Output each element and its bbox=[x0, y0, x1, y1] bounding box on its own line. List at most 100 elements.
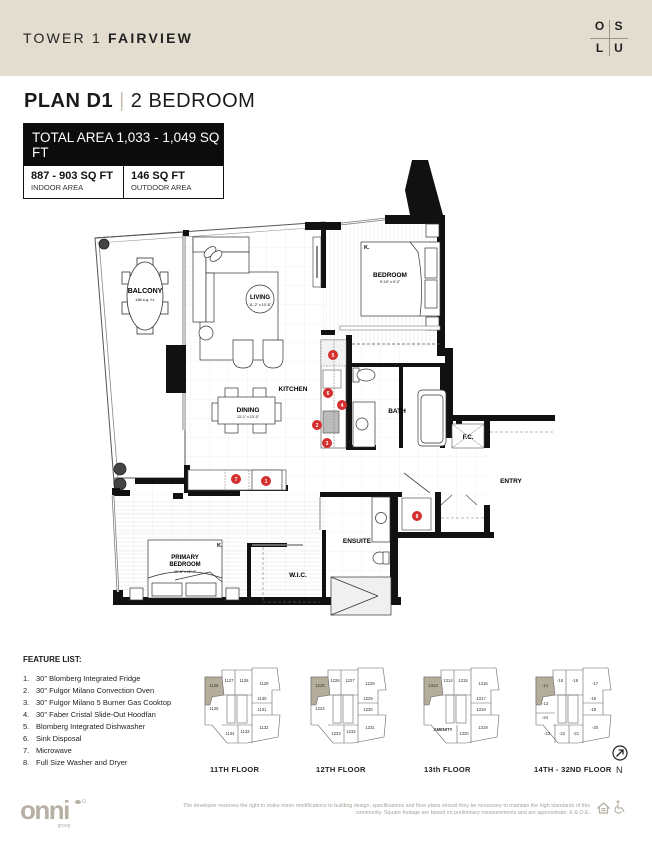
svg-text:-14: -14 bbox=[542, 683, 549, 688]
svg-text:-24: -24 bbox=[542, 715, 549, 720]
svg-text:1131: 1131 bbox=[257, 707, 267, 712]
svg-text:1319: 1319 bbox=[478, 725, 488, 730]
outdoor-area-label: OUTDOOR AREA bbox=[131, 183, 192, 192]
room-size-balcony: 146 s.q. f.t. bbox=[135, 297, 155, 302]
svg-text:1134: 1134 bbox=[225, 731, 235, 736]
room-label-living: LIVING bbox=[250, 295, 270, 301]
marker-2: 2 bbox=[312, 420, 322, 430]
toilet-icon bbox=[356, 368, 376, 382]
bed-marker: K. bbox=[217, 543, 223, 549]
svg-text:4: 4 bbox=[341, 403, 344, 409]
room-size-bedroom: 9'-10" x 9'-2" bbox=[380, 280, 401, 284]
svg-text:1224: 1224 bbox=[315, 706, 325, 711]
marker-7: 7 bbox=[231, 474, 241, 484]
feature-item: 7.Microwave bbox=[23, 746, 72, 755]
room-label-entry: ENTRY bbox=[500, 478, 522, 485]
marker-8: 8 bbox=[412, 511, 422, 521]
sofa-icon bbox=[192, 236, 284, 369]
svg-text:-15: -15 bbox=[557, 678, 564, 683]
svg-text:-16: -16 bbox=[572, 678, 579, 683]
svg-text:1229: 1229 bbox=[363, 696, 373, 701]
sink-icon bbox=[322, 369, 342, 389]
room-label-primary-bedroom-2: BEDROOM bbox=[169, 562, 200, 568]
room-label-fc: F.C. bbox=[463, 435, 474, 441]
svg-text:group: group bbox=[58, 823, 71, 829]
svg-text:-19: -19 bbox=[590, 707, 597, 712]
key-plan-13th-floor: 1313 1314 1315 1316 AMENITY 1317 1318 13… bbox=[423, 667, 500, 744]
tower-name: FAIRVIEW bbox=[108, 30, 194, 46]
svg-text:1132: 1132 bbox=[259, 725, 269, 730]
outdoor-area-value: 146 SQ FT bbox=[131, 170, 185, 182]
svg-text:-21: -21 bbox=[573, 731, 580, 736]
room-label-bedroom: BEDROOM bbox=[373, 272, 407, 279]
logo-letter: L bbox=[595, 41, 604, 55]
plan-type: 2 BEDROOM bbox=[130, 90, 256, 112]
key-plan-label: 11TH FLOOR bbox=[210, 765, 260, 774]
svg-text:1233: 1233 bbox=[331, 731, 341, 736]
indoor-area-label: INDOOR AREA bbox=[31, 183, 84, 192]
svg-text:1231: 1231 bbox=[365, 725, 375, 730]
key-plan-label: 13th FLOOR bbox=[424, 765, 471, 774]
key-plan-11th-floor: 1126 1127 1128 1129 1125 1130 1131 1134 … bbox=[204, 667, 281, 744]
svg-text:1315: 1315 bbox=[458, 678, 468, 683]
area-summary: TOTAL AREA 1,033 - 1,049 SQ FT 887 - 903… bbox=[23, 123, 224, 199]
plan-name: PLAN D1 bbox=[24, 90, 114, 112]
dining-table-icon bbox=[211, 387, 282, 434]
feature-markers: 1 2 3 4 5 6 7 8 bbox=[231, 350, 422, 521]
svg-text:-13: -13 bbox=[542, 701, 549, 706]
room-label-bath: BATH bbox=[388, 408, 406, 415]
bed-marker: K. bbox=[364, 245, 370, 251]
svg-text:1314: 1314 bbox=[443, 678, 453, 683]
title-separator: | bbox=[119, 90, 125, 112]
key-plan-label: 12TH FLOOR bbox=[316, 765, 366, 774]
plant-icon bbox=[98, 238, 127, 491]
marker-4: 4 bbox=[337, 400, 347, 410]
marker-3: 3 bbox=[322, 438, 332, 448]
tower-title: TOWER 1 FAIRVIEW bbox=[23, 30, 193, 46]
room-label-ensuite: ENSUITE bbox=[343, 538, 372, 545]
header-band: TOWER 1 FAIRVIEW O S L U bbox=[0, 0, 652, 76]
feature-item: 3.30" Fulgor Milano 5 Burner Gas Cooktop bbox=[23, 698, 172, 707]
svg-text:-22: -22 bbox=[559, 731, 566, 736]
svg-text:onni: onni bbox=[20, 795, 69, 825]
feature-item: 6.Sink Disposal bbox=[23, 734, 82, 743]
svg-text:1125: 1125 bbox=[209, 706, 219, 711]
room-label-wic: W.I.C. bbox=[289, 572, 307, 579]
svg-text:1226: 1226 bbox=[330, 678, 340, 683]
feature-item: 1.30" Blomberg Integrated Fridge bbox=[23, 674, 141, 683]
floor-plan: BALCONY 146 s.q. f.t. bbox=[94, 160, 555, 616]
room-label-balcony: BALCONY bbox=[128, 288, 163, 295]
logo-letter: U bbox=[614, 41, 623, 55]
indoor-area-value: 887 - 903 SQ FT bbox=[31, 170, 113, 182]
room-size-dining: 13'-1" x 13'-0" bbox=[237, 415, 260, 419]
feature-item: 8.Full Size Washer and Dryer bbox=[23, 758, 128, 767]
svg-text:-23: -23 bbox=[544, 731, 551, 736]
svg-text:1127: 1127 bbox=[224, 678, 234, 683]
room-label-dining: DINING bbox=[237, 407, 260, 414]
svg-text:1313: 1313 bbox=[428, 683, 438, 688]
key-plan-14th-32nd-floor: -14 -15 -16 -17 -13 -18 -19 -23 -22 -21 … bbox=[535, 667, 612, 744]
indoor-area: 887 - 903 SQ FT INDOOR AREA bbox=[24, 166, 123, 198]
svg-text:1133: 1133 bbox=[240, 729, 250, 734]
feature-list: 1.30" Blomberg Integrated Fridge 2.30" F… bbox=[23, 673, 171, 769]
room-size-primary-bedroom: 10'-6" x 10'-4" bbox=[174, 570, 197, 574]
svg-text:1128: 1128 bbox=[239, 678, 249, 683]
svg-text:3: 3 bbox=[326, 441, 329, 447]
feature-list-title: FEATURE LIST: bbox=[23, 655, 82, 664]
outdoor-area: 146 SQ FT OUTDOOR AREA bbox=[123, 166, 223, 198]
shower-icon bbox=[330, 576, 392, 616]
onni-group-logo: onni group bbox=[20, 795, 86, 829]
svg-text:-18: -18 bbox=[590, 696, 597, 701]
feature-item: 2.30" Fulgor Milano Convection Oven bbox=[23, 686, 155, 695]
legal-disclaimer: The developer reserves the right to make… bbox=[183, 803, 590, 816]
accessibility-icon bbox=[614, 800, 625, 814]
feature-item: 4.30" Faber Cristal Slide-Out Hoodfan bbox=[23, 710, 156, 719]
logo-letter: O bbox=[594, 19, 605, 33]
feature-item: 5.Blomberg Integrated Dishwasher bbox=[23, 722, 146, 731]
svg-text:1317: 1317 bbox=[476, 696, 486, 701]
cooktop-icon bbox=[322, 410, 340, 434]
svg-text:8: 8 bbox=[416, 514, 419, 520]
svg-text:1: 1 bbox=[265, 479, 268, 485]
marker-1: 1 bbox=[261, 476, 271, 486]
balcony-table-icon bbox=[121, 257, 169, 335]
